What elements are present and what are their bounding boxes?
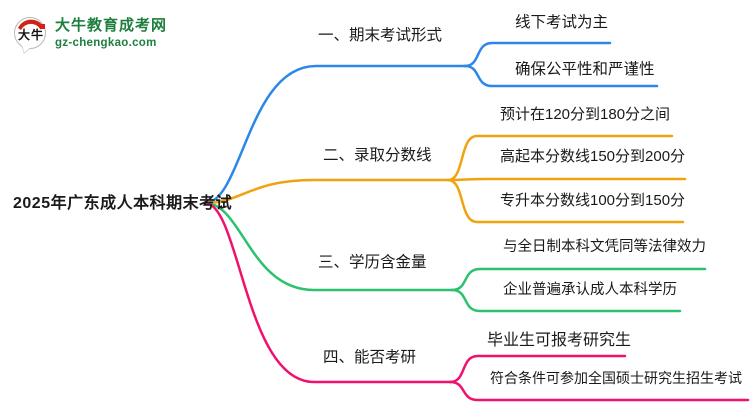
branch-3-lines bbox=[203, 201, 707, 313]
site-url: gz-chengkao.com bbox=[55, 37, 157, 49]
branch-2-parent-line bbox=[203, 178, 450, 205]
branch-4-label: 四、能否考研 bbox=[323, 349, 417, 366]
central-topic: 2025年广东成人本科期末考试 bbox=[13, 195, 233, 212]
logo-badge: 大牛 bbox=[14, 17, 48, 54]
branch-4-lines bbox=[203, 201, 750, 402]
branch-1-leaf-1: 线下考试为主 bbox=[515, 14, 609, 31]
branch-2-leaf-3-line bbox=[446, 178, 685, 224]
branch-1-parent-line bbox=[203, 64, 467, 205]
branch-2-leaf-3: 专升本分数线100分到150分 bbox=[500, 192, 686, 209]
site-name: 大牛教育成考网 bbox=[55, 17, 168, 34]
branch-1-label: 一、期末考试形式 bbox=[318, 27, 443, 44]
branch-2-leaf-1-line bbox=[446, 134, 674, 182]
logo-badge-text: 大牛 bbox=[18, 28, 45, 42]
branch-2-label: 二、录取分数线 bbox=[323, 147, 432, 164]
branch-4-parent-line bbox=[203, 201, 452, 384]
branch-4-leaf-2: 符合条件可参加全国硕士研究生招生考试 bbox=[490, 370, 742, 386]
branch-3-leaf-2: 企业普遍承认成人本科学历 bbox=[503, 282, 677, 298]
logo-badge-circle bbox=[14, 17, 46, 49]
branch-3-parent-line bbox=[203, 201, 454, 292]
branch-3-leaf-2-line bbox=[450, 288, 682, 313]
branch-1-leaf-2: 确保公平性和严谨性 bbox=[515, 61, 655, 78]
branch-4-leaf-1-line bbox=[448, 354, 627, 384]
logo-badge-seal bbox=[40, 24, 45, 29]
branch-1-lines bbox=[203, 41, 659, 205]
branch-4-leaf-2-line bbox=[448, 380, 750, 402]
branch-3-label: 三、学历含金量 bbox=[318, 254, 427, 271]
branch-1-leaf-1-line bbox=[463, 41, 612, 68]
branch-2-lines bbox=[203, 134, 687, 224]
site-logo: 大牛 大牛教育成考网 gz-chengkao.com bbox=[14, 14, 167, 54]
branch-2-leaf-1: 预计在120分到180分之间 bbox=[500, 106, 671, 123]
branch-2-leaf-2-line bbox=[446, 177, 687, 182]
branch-4-leaf-1: 毕业生可报考研究生 bbox=[487, 332, 632, 349]
branch-1-leaf-2-line bbox=[463, 64, 659, 88]
logo-text-block: 大牛教育成考网 gz-chengkao.com bbox=[55, 14, 167, 49]
branch-3-leaf-1-line bbox=[450, 267, 707, 292]
branch-3-leaf-1: 与全日制本科文凭同等法律效力 bbox=[503, 239, 706, 255]
branch-2-leaf-2: 高起本分数线150分到200分 bbox=[500, 148, 686, 165]
logo-badge-red-arc bbox=[18, 19, 44, 30]
